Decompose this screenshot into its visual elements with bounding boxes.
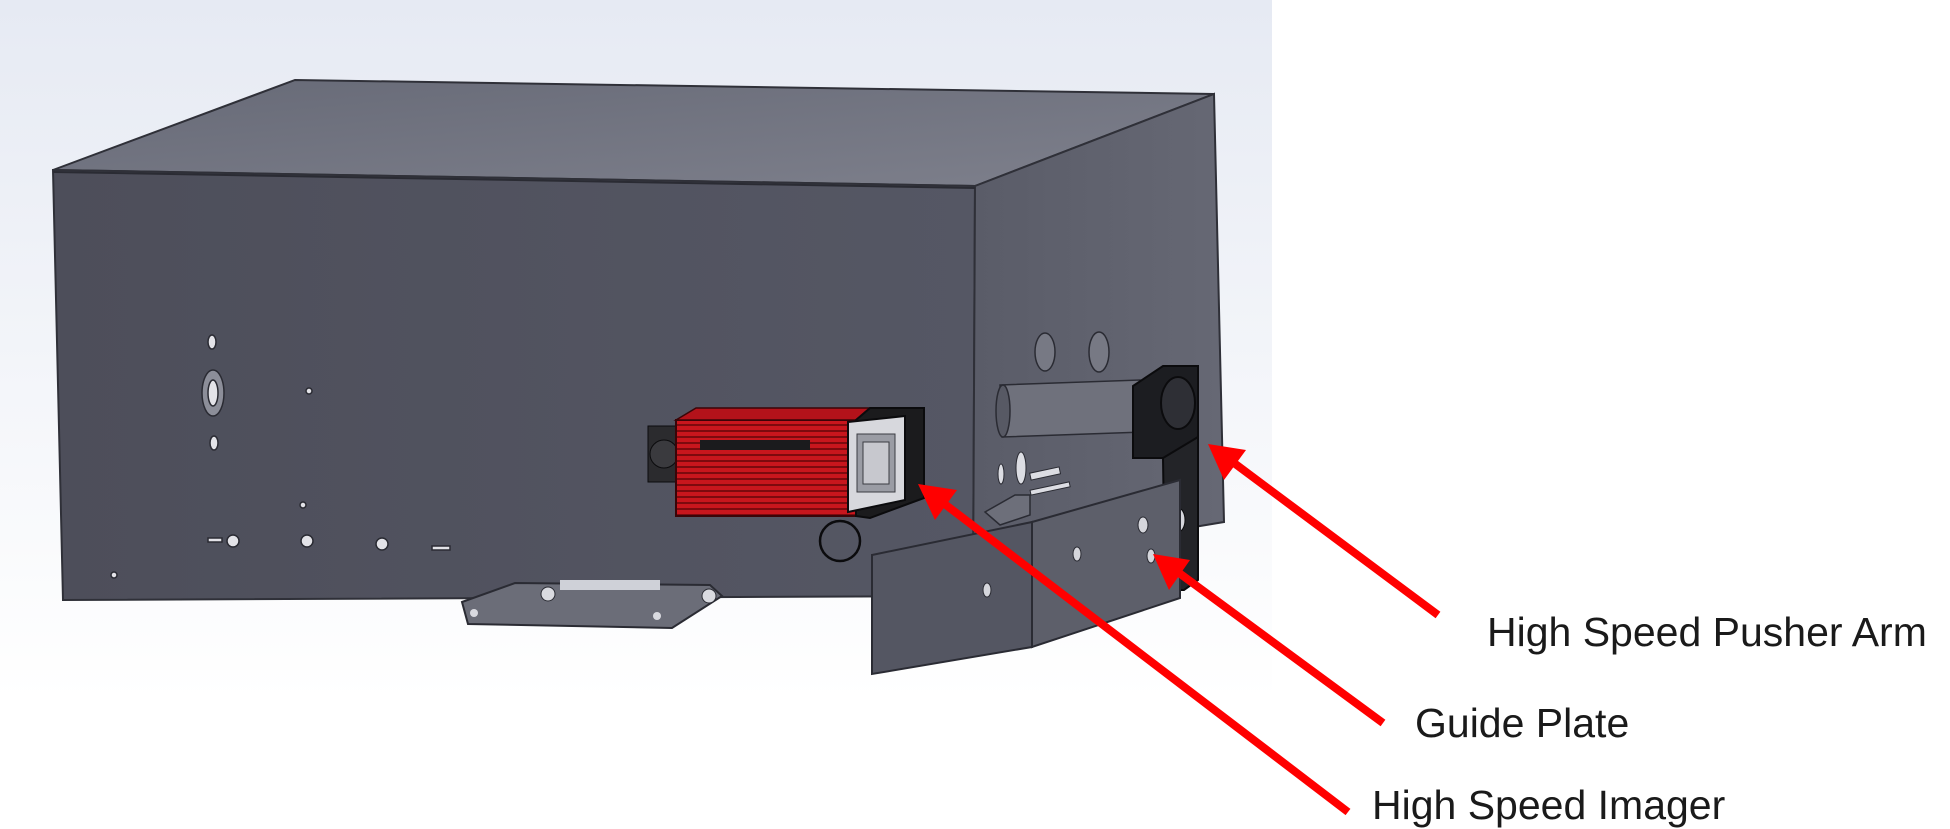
side-panel-features: [995, 331, 1146, 496]
high-speed-imager-arrow: [918, 484, 1351, 816]
guide-plate-arrow: [1153, 554, 1386, 727]
callout-arrows: [918, 444, 1441, 816]
pusher-arm-label: High Speed Pusher Arm: [1487, 609, 1927, 655]
enclosure: [51, 78, 1226, 676]
high-speed-imager-label: High Speed Imager: [1372, 782, 1726, 828]
pusher-arm-arrow: [1208, 444, 1441, 619]
guide-plate-label: Guide Plate: [1415, 700, 1630, 746]
front-panel-holes: [110, 334, 451, 579]
enclosure-front-face: [51, 168, 977, 602]
guide-plate: [871, 478, 1181, 676]
high-speed-imager: [647, 407, 925, 563]
